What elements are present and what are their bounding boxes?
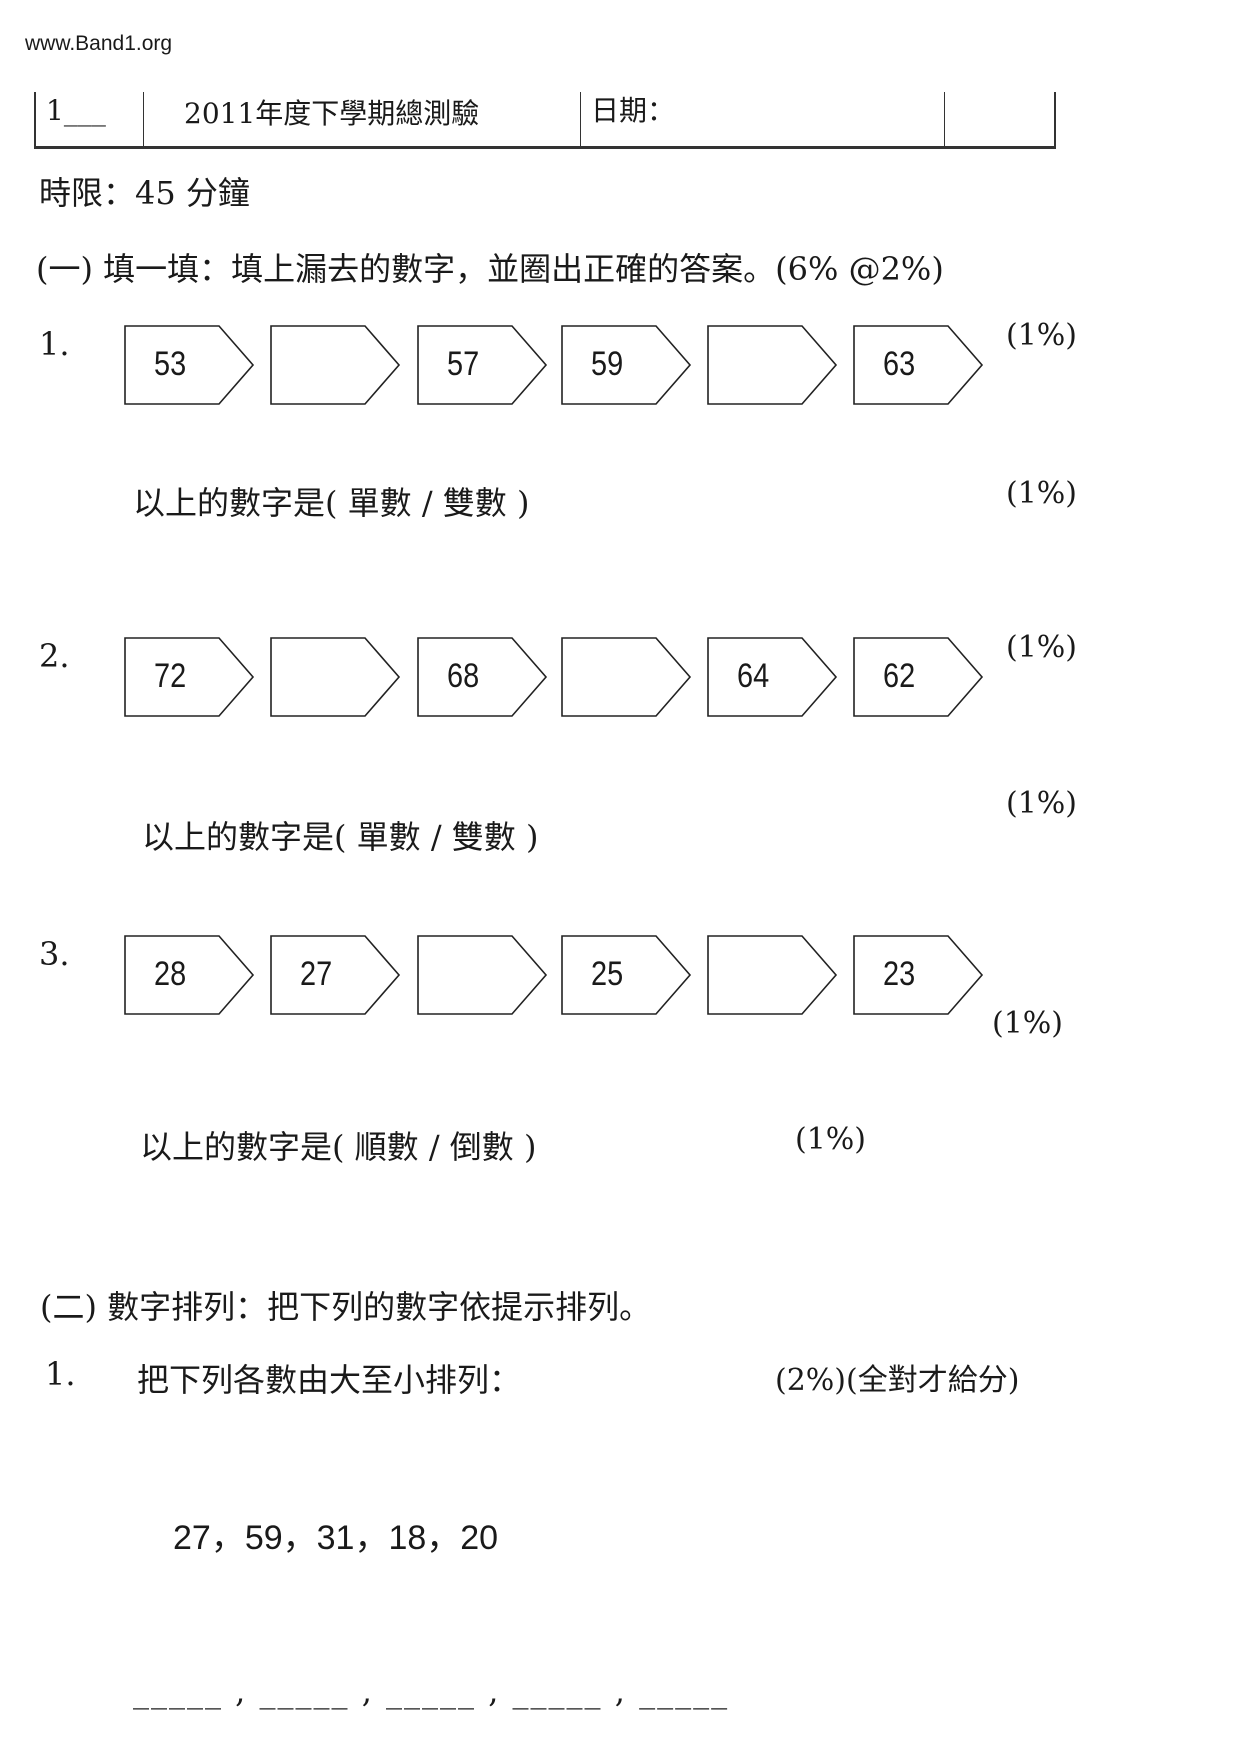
- number-box: 63: [853, 325, 984, 405]
- arrow-box-shape: [124, 325, 255, 405]
- answer-blank[interactable]: _____: [259, 1672, 350, 1710]
- box-value: 28: [154, 955, 187, 993]
- arrow-box-shape: [270, 935, 401, 1015]
- box-value: 72: [154, 657, 187, 695]
- number-box: 28: [124, 935, 255, 1015]
- question-points: (1%): [1006, 318, 1078, 353]
- arrow-box-shape: [707, 935, 838, 1015]
- arrow-box-shape: [853, 637, 984, 717]
- arrow-box-shape: [707, 325, 838, 405]
- answer-blank[interactable]: _____: [386, 1672, 477, 1710]
- score-cell: [945, 92, 1054, 146]
- statement-points: (1%): [795, 1122, 867, 1157]
- section1-heading: (一) 填一填：填上漏去的數字，並圈出正確的答案。(6% @2%): [36, 250, 944, 288]
- box-value: 57: [447, 345, 480, 383]
- box-value: 27: [300, 955, 333, 993]
- exam-title: 2011年度下學期總測驗: [144, 92, 581, 146]
- question-text: 把下列各數由大至小排列：: [137, 1361, 522, 1399]
- question-points: (1%): [1006, 630, 1078, 665]
- header-table: 1___ 2011年度下學期總測驗 日期：: [34, 92, 1056, 149]
- arrow-box-shape: [270, 637, 401, 717]
- answer-blank[interactable]: _____: [133, 1672, 223, 1710]
- numbers-to-sort: 27，59，31，18，20: [173, 1519, 499, 1557]
- box-value: 64: [737, 657, 770, 695]
- question-number: 1.: [45, 1355, 76, 1393]
- statement-points: (1%): [1006, 476, 1078, 511]
- circle-answer-statement[interactable]: 以上的數字是( 單數 / 雙數 ): [142, 818, 539, 856]
- arrow-box-shape: [561, 935, 692, 1015]
- box-value: 62: [883, 657, 916, 695]
- question-points: (1%): [992, 1006, 1064, 1041]
- arrow-box-shape: [124, 637, 255, 717]
- blank-number-box[interactable]: [270, 637, 401, 717]
- date-field[interactable]: 日期：: [581, 92, 945, 146]
- arrow-box-shape: [561, 325, 692, 405]
- arrow-box-shape: [417, 637, 548, 717]
- blank-number-box[interactable]: [270, 325, 401, 405]
- number-box: 27: [270, 935, 401, 1015]
- box-value: 23: [883, 955, 916, 993]
- arrow-box-shape: [270, 325, 401, 405]
- arrow-box-shape: [124, 935, 255, 1015]
- number-box: 25: [561, 935, 692, 1015]
- number-box: 59: [561, 325, 692, 405]
- arrow-box-shape: [417, 325, 548, 405]
- number-box: 23: [853, 935, 984, 1015]
- number-box: 68: [417, 637, 548, 717]
- time-limit: 時限：45 分鐘: [39, 174, 250, 212]
- arrow-box-shape: [853, 325, 984, 405]
- box-value: 25: [591, 955, 624, 993]
- number-box: 72: [124, 637, 255, 717]
- question-number: 1.: [39, 325, 70, 363]
- blank-number-box[interactable]: [561, 637, 692, 717]
- arrow-box-shape: [853, 935, 984, 1015]
- circle-answer-statement[interactable]: 以上的數字是( 順數 / 倒數 ): [140, 1128, 537, 1166]
- question-points: (2%)(全對才給分): [775, 1363, 1020, 1398]
- answer-blanks[interactable]: _____ , _____ , _____ , _____ , _____: [133, 1672, 730, 1710]
- blank-number-box[interactable]: [707, 935, 838, 1015]
- arrow-box-shape: [561, 637, 692, 717]
- answer-blank[interactable]: _____: [512, 1672, 603, 1710]
- box-value: 63: [883, 345, 916, 383]
- blank-number-box[interactable]: [707, 325, 838, 405]
- site-watermark: www.Band1.org: [25, 32, 173, 55]
- blank-number-box[interactable]: [417, 935, 548, 1015]
- arrow-box-shape: [417, 935, 548, 1015]
- number-box: 57: [417, 325, 548, 405]
- question-number: 2.: [39, 637, 70, 675]
- class-number: 1___: [36, 92, 144, 146]
- section2-heading: (二) 數字排列：把下列的數字依提示排列。: [40, 1288, 652, 1326]
- number-box: 62: [853, 637, 984, 717]
- box-value: 53: [154, 345, 187, 383]
- box-value: 59: [591, 345, 624, 383]
- arrow-box-shape: [707, 637, 838, 717]
- question-number: 3.: [39, 935, 70, 973]
- statement-points: (1%): [1006, 786, 1078, 821]
- number-box: 53: [124, 325, 255, 405]
- number-box: 64: [707, 637, 838, 717]
- circle-answer-statement[interactable]: 以上的數字是( 單數 / 雙數 ): [133, 484, 530, 522]
- box-value: 68: [447, 657, 480, 695]
- answer-blank[interactable]: _____: [639, 1672, 730, 1710]
